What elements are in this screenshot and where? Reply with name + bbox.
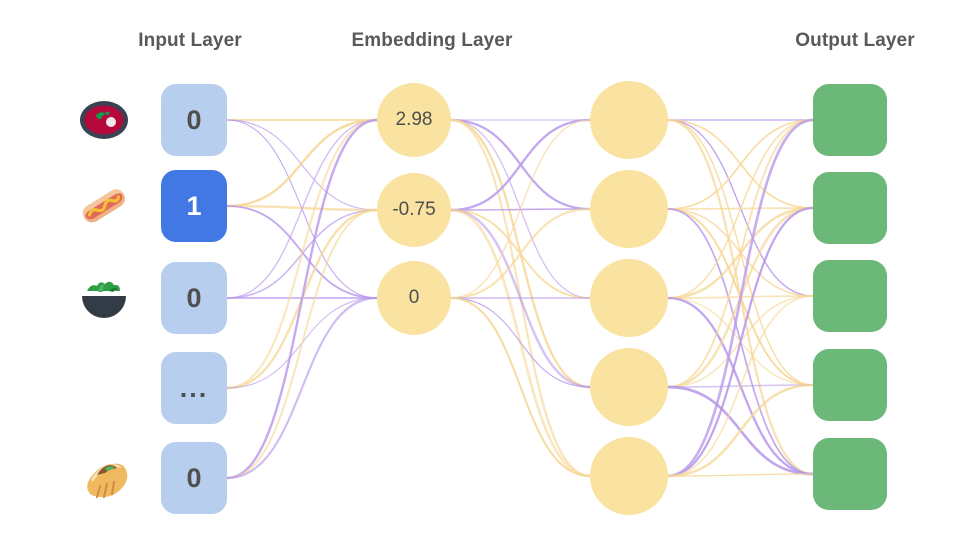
network-edge [666, 206, 815, 300]
hidden-node-1[interactable] [590, 170, 668, 248]
input-node-value: 0 [186, 462, 202, 493]
network-edge [667, 119, 814, 299]
input-node-2[interactable]: 0 [161, 262, 227, 334]
network-edge [450, 297, 591, 477]
embedding-node-value: 2.98 [395, 109, 433, 130]
network-edge [449, 208, 592, 478]
network-edge [449, 118, 592, 389]
hidden-node-0[interactable] [590, 81, 668, 159]
network-edge [450, 208, 591, 211]
network-edge [225, 204, 379, 212]
network-edge [666, 206, 815, 389]
output-node-1[interactable] [813, 172, 887, 244]
network-edge [450, 209, 591, 299]
title-input-layer: Input Layer [138, 30, 242, 51]
network-edge [226, 119, 378, 211]
network-edge [450, 297, 591, 388]
title-embedding-layer: Embedding Layer [351, 30, 513, 51]
input-node-4[interactable]: 0 [161, 442, 227, 514]
output-node-4[interactable] [813, 438, 887, 510]
network-edge [450, 119, 591, 299]
network-edge [226, 209, 378, 479]
network-edge [666, 118, 815, 476]
burrito-icon [76, 450, 132, 506]
input-node-3[interactable]: ... [161, 352, 227, 424]
hidden-node-4[interactable] [590, 437, 668, 515]
embedding-node-value: 0 [408, 287, 420, 308]
network-edge [667, 297, 814, 386]
network-edge [667, 119, 814, 210]
network-edge [449, 118, 592, 211]
network-edge [449, 118, 592, 478]
embedding-node-value: -0.75 [392, 199, 436, 220]
network-edge [667, 208, 814, 475]
output-node-3[interactable] [813, 349, 887, 421]
network-edge [667, 295, 814, 299]
network-edge [666, 296, 815, 476]
network-edge [225, 118, 379, 208]
network-edge [226, 297, 378, 389]
bowl-of-soup-icon [76, 92, 132, 148]
network-edge [225, 118, 379, 480]
title-output-layer: Output Layer [795, 30, 915, 51]
hidden-node-3[interactable] [590, 348, 668, 426]
network-edge [225, 208, 379, 390]
network-edge [667, 473, 814, 477]
network-edge [667, 295, 814, 388]
network-edge [666, 206, 815, 478]
network-edge [667, 208, 814, 297]
network-edge [226, 209, 378, 299]
output-node-2[interactable] [813, 260, 887, 332]
output-node-0[interactable] [813, 84, 887, 156]
input-node-value: 1 [186, 190, 202, 221]
network-edge [667, 207, 814, 210]
network-edge [449, 207, 592, 300]
input-node-1[interactable]: 1 [161, 170, 227, 242]
network-edge [226, 205, 378, 299]
network-edge [667, 295, 814, 477]
embedding-node-2[interactable]: 0 [377, 261, 451, 335]
network-edge [450, 119, 591, 299]
embedding-node-0[interactable]: 2.98 [377, 83, 451, 157]
input-node-value: 0 [186, 104, 202, 135]
network-edge [225, 296, 379, 480]
embedding-node-1[interactable]: -0.75 [377, 173, 451, 247]
network-edge [667, 119, 814, 386]
network-edge [667, 384, 814, 388]
network-edge [667, 208, 814, 386]
input-node-value: 0 [186, 282, 202, 313]
network-edge [226, 119, 378, 299]
network-edge [449, 118, 592, 212]
network-edge [666, 118, 815, 478]
network-edge [666, 385, 815, 476]
network-edge [226, 119, 378, 299]
input-node-0[interactable]: 0 [161, 84, 227, 156]
green-salad-icon [76, 270, 132, 326]
network-edge [667, 119, 814, 388]
network-edge [225, 118, 379, 390]
network-edge [667, 119, 814, 209]
hidden-node-2[interactable] [590, 259, 668, 337]
network-edge [667, 119, 814, 297]
network-edge [666, 383, 815, 478]
input-node-value: ... [179, 372, 209, 403]
network-edge [449, 208, 592, 389]
hot-dog-icon [76, 178, 132, 234]
